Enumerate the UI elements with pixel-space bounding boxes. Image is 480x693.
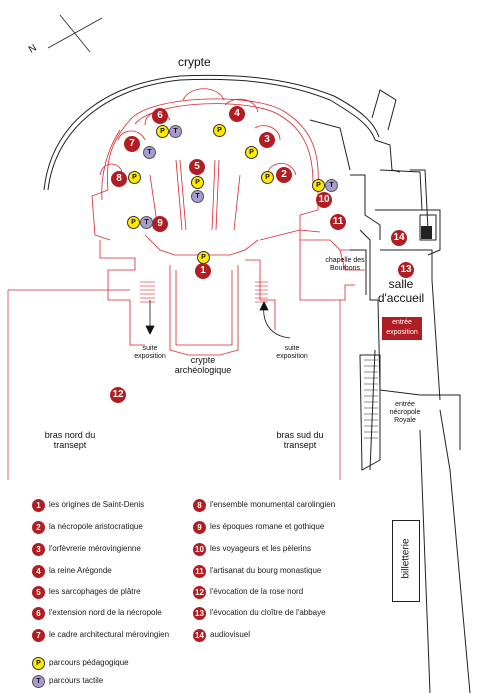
legend-p-badge: P [32,656,45,670]
marker-2[interactable]: 2 [276,167,292,183]
legend-marker: 12 [193,585,206,599]
t-badge[interactable]: T [143,146,156,159]
marker-7[interactable]: 7 [124,136,140,152]
marker-5[interactable]: 5 [189,159,205,175]
marker-10[interactable]: 10 [316,192,332,208]
p-badge[interactable]: P [312,179,325,192]
legend-marker: 1 [32,498,45,512]
suite-right-label: suite exposition [276,345,308,361]
legend-item: 14 audiovisuel [193,627,250,643]
legend-label: l'ensemble monumental carolingien [210,500,336,509]
legend-label: l'évocation de la rose nord [210,587,304,596]
marker-1[interactable]: 1 [195,263,211,279]
marker-3[interactable]: 3 [259,132,275,148]
marker-12[interactable]: 12 [110,387,126,403]
legend-marker: 14 [193,628,206,642]
legend-label: les voyageurs et les pèlerins [210,544,311,553]
necropole-stairs [364,359,378,439]
p-badge[interactable]: P [197,251,210,264]
legend-item: 1 les origines de Saint-Denis [32,497,144,513]
bras-nord-label: bras nord du transept [44,430,96,451]
legend-label: parcours tactile [49,676,104,685]
legend-marker: 9 [193,520,206,534]
legend-item: 5 les sarcophages de plâtre [32,584,141,600]
p-badge[interactable]: P [127,216,140,229]
marker-4[interactable]: 4 [229,106,245,122]
legend-item: 11 l'artisanat du bourg monastique [193,563,321,579]
t-badge[interactable]: T [140,216,153,229]
legend-item: 12 l'évocation de la rose nord [193,584,303,600]
path-arrows [145,300,291,339]
legend-label: l'extension nord de la nécropole [49,608,162,617]
legend-marker: 3 [32,542,45,556]
legend-item: 10 les voyageurs et les pèlerins [193,541,311,557]
crypte-label: crypte [178,55,211,69]
marker-8[interactable]: 8 [111,171,127,187]
legend-label: le cadre architectural mérovingien [49,630,170,639]
legend-label: la nécropole aristocratique [49,522,143,531]
legend-marker: 4 [32,564,45,578]
marker-11[interactable]: 11 [330,214,346,230]
t-badge[interactable]: T [325,179,338,192]
entree-expo-badge: entrée exposition [382,317,422,340]
suite-left-label: suite exposition [134,345,166,361]
salle-label: salle d'accueil [377,277,425,305]
legend-marker: 5 [32,585,45,599]
marker-14[interactable]: 14 [391,230,407,246]
p-badge[interactable]: P [213,124,226,137]
legend-item: 7 le cadre architectural mérovingien [32,627,169,643]
t-badge[interactable]: T [169,125,182,138]
compass-north-label: N [27,43,39,56]
p-badge[interactable]: P [191,176,204,189]
right-building-walls [350,169,471,693]
legend-marker: 2 [32,520,45,534]
legend-label: audiovisuel [210,630,251,639]
restroom-icon [421,226,432,239]
legend-label: les sarcophages de plâtre [49,587,141,596]
legend-t-badge: T [32,674,45,688]
billetterie-box[interactable]: billetterie [392,520,420,602]
transept-walls [7,289,341,480]
legend-item: 3 l'orfèvrerie mérovingienne [32,541,141,557]
crypte-arch-label: crypte archéologique [174,355,232,376]
legend-label: les époques romane et gothique [210,522,325,531]
legend-label: la reine Arégonde [49,566,112,575]
legend-marker: 10 [193,542,206,556]
legend-label: l'évocation du cloître de l'abbaye [210,608,326,617]
legend-marker: 8 [193,498,206,512]
legend-item: 2 la nécropole aristocratique [32,519,143,535]
entree-necropole-label: entrée nécropole Royale [389,401,421,425]
legend-item: 13 l'évocation du cloître de l'abbaye [193,605,326,621]
crypt-plan [91,88,365,356]
legend-item: 9 les époques romane et gothique [193,519,324,535]
legend-item: 6 l'extension nord de la nécropole [32,605,162,621]
marker-6[interactable]: 6 [152,108,168,124]
bras-sud-label: bras sud du transept [276,430,324,451]
chapelle-label: chapelle des Bourbons [325,257,365,273]
billetterie-label: billetterie [400,538,412,579]
legend-marker: 11 [193,564,206,578]
p-badge[interactable]: P [261,171,274,184]
t-badge[interactable]: T [191,190,204,203]
p-badge[interactable]: P [245,146,258,159]
legend-item: 8 l'ensemble monumental carolingien [193,497,335,513]
p-badge[interactable]: P [128,171,141,184]
legend-label: les origines de Saint-Denis [49,500,145,509]
legend-marker: 13 [193,606,206,620]
p-badge[interactable]: P [156,125,169,138]
compass-rose [47,14,103,53]
legend-marker: 7 [32,628,45,642]
legend-label: l'orfèvrerie mérovingienne [49,544,141,553]
legend-label: l'artisanat du bourg monastique [210,566,322,575]
marker-9[interactable]: 9 [152,216,168,232]
legend-marker: 6 [32,606,45,620]
legend-item: 4 la reine Arégonde [32,563,112,579]
marker-13[interactable]: 13 [398,262,414,278]
legend-label: parcours pédagogique [49,658,129,667]
